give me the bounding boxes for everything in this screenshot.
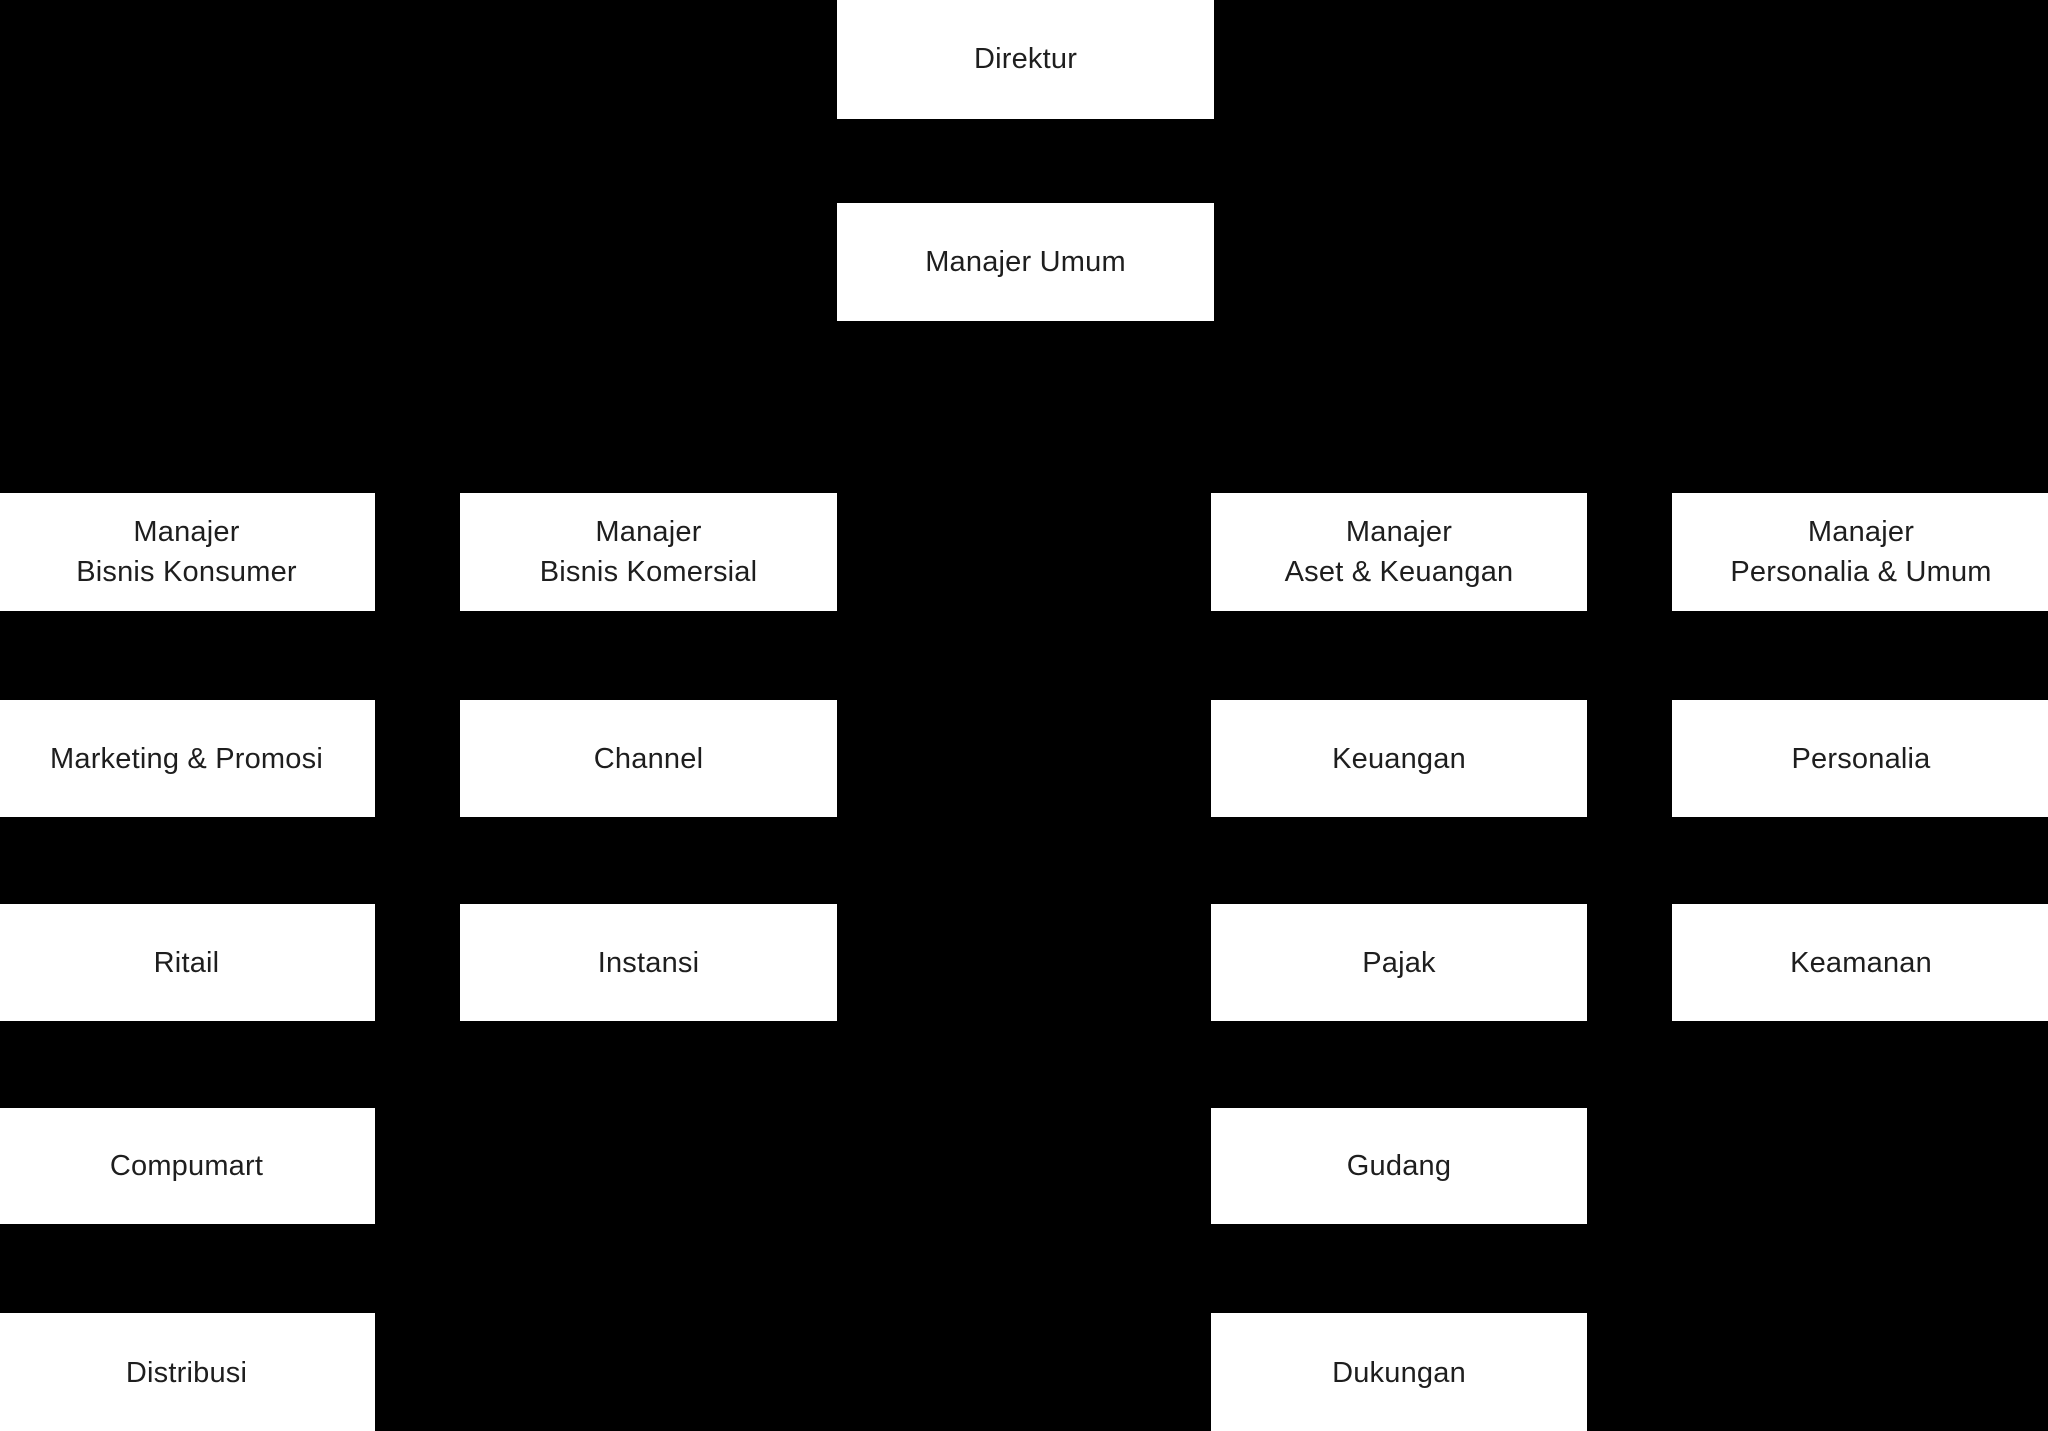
org-node-personalia[interactable]: Personalia (1672, 700, 2048, 817)
org-node-label: Pajak (1362, 946, 1436, 979)
connector-line (646, 605, 650, 706)
connector-line (185, 404, 1861, 408)
org-node-label: Distribusi (125, 1357, 248, 1389)
org-node-label: Keuangan (1332, 742, 1466, 775)
connector-line (1858, 605, 1862, 706)
org-node-pajak[interactable]: Pajak (1211, 904, 1587, 1021)
connector-line (1397, 1015, 1401, 1114)
connector-line (1858, 811, 1862, 910)
org-node-label: Gudang (1346, 1150, 1452, 1182)
connector-line (1858, 404, 1862, 499)
org-node-label: Manajer Umum (925, 246, 1126, 278)
org-node-marketing-promosi[interactable]: Marketing & Promosi (0, 700, 375, 817)
org-node-gudang[interactable]: Gudang (1211, 1108, 1587, 1224)
org-node-manajer-aset-keuangan[interactable]: Manajer Aset & Keuangan (1211, 493, 1587, 611)
org-node-label: Compumart (109, 1150, 264, 1182)
org-node-instansi[interactable]: Instansi (460, 904, 837, 1021)
org-node-keamanan[interactable]: Keamanan (1672, 904, 2048, 1021)
org-node-label-line1: Manajer (1345, 516, 1453, 548)
connector-line (1023, 315, 1027, 406)
org-node-label-line2: Personalia & Umum (1730, 556, 1992, 588)
org-node-label-line1: Manajer (133, 516, 240, 548)
org-node-label: Personalia (1791, 742, 1931, 775)
connector-line (1023, 113, 1027, 209)
org-node-label: Channel (593, 742, 704, 775)
connector-line (1397, 605, 1401, 706)
org-node-label: Marketing & Promosi (50, 742, 323, 775)
org-node-compumart[interactable]: Compumart (0, 1108, 375, 1224)
org-node-label: Dukungan (1332, 1357, 1466, 1389)
org-node-manajer-bisnis-konsumer[interactable]: Manajer Bisnis Konsumer (0, 493, 375, 611)
org-node-label-line2: Bisnis Komersial (539, 556, 758, 588)
org-node-distribusi[interactable]: Distribusi (0, 1313, 375, 1431)
org-node-channel[interactable]: Channel (460, 700, 837, 817)
connector-line (184, 404, 188, 499)
connector-line (1397, 404, 1401, 499)
connector-line (184, 1218, 188, 1319)
connector-line (184, 811, 188, 910)
org-node-manajer-bisnis-komersial[interactable]: Manajer Bisnis Komersial (460, 493, 837, 611)
connector-line (646, 404, 650, 499)
org-node-label: Instansi (597, 946, 700, 979)
org-node-manajer-umum[interactable]: Manajer Umum (837, 203, 1214, 321)
org-node-label-line1: Manajer (1807, 516, 1915, 548)
org-node-label-line2: Bisnis Konsumer (76, 556, 297, 588)
org-node-label: Ritail (153, 946, 220, 979)
connector-line (646, 811, 650, 910)
org-node-manajer-personalia-umum[interactable]: Manajer Personalia & Umum (1672, 493, 2048, 611)
org-node-label: Direktur (973, 42, 1078, 75)
connector-line (184, 1015, 188, 1114)
org-node-keuangan[interactable]: Keuangan (1211, 700, 1587, 817)
org-node-label-line1: Manajer (595, 516, 702, 548)
org-node-label: Keamanan (1790, 946, 1932, 979)
org-node-label-line2: Aset & Keuangan (1284, 556, 1514, 588)
org-node-ritail[interactable]: Ritail (0, 904, 375, 1021)
connector-line (184, 605, 188, 706)
org-node-dukungan[interactable]: Dukungan (1211, 1313, 1587, 1431)
connector-line (1397, 811, 1401, 910)
connector-line (1397, 1218, 1401, 1319)
org-node-direktur[interactable]: Direktur (837, 0, 1214, 119)
